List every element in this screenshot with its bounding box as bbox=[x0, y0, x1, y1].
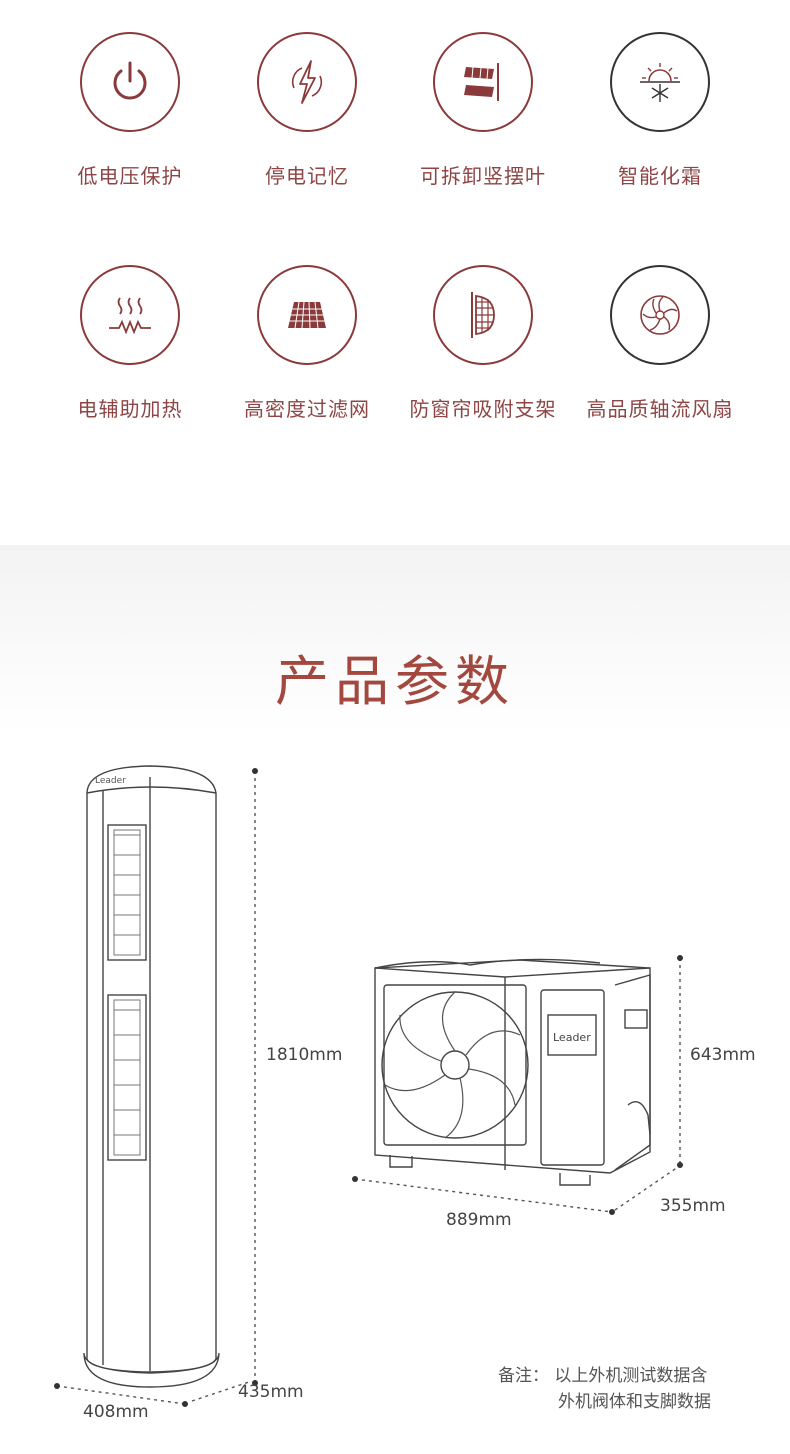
fan-icon bbox=[610, 265, 710, 365]
feature-label: 高密度过滤网 bbox=[244, 397, 370, 421]
lightning-plug-icon bbox=[257, 32, 357, 132]
feature-electric-auxiliary-heating: 电辅助加热 bbox=[45, 265, 215, 422]
feature-high-density-filter: 高密度过滤网 bbox=[222, 265, 392, 422]
curtain-bracket-icon bbox=[433, 265, 533, 365]
vertical-louver-icon bbox=[433, 32, 533, 132]
indoor-height-label: 1810mm bbox=[266, 1045, 343, 1065]
outdoor-height-label: 643mm bbox=[690, 1045, 756, 1065]
feature-low-voltage-protection: 低电压保护 bbox=[45, 32, 215, 189]
feature-label: 电辅助加热 bbox=[77, 397, 183, 421]
feature-label: 低电压保护 bbox=[77, 164, 183, 188]
outdoor-unit-illustration bbox=[374, 958, 651, 1186]
params-title: 产品参数 bbox=[275, 650, 515, 713]
indoor-width-label: 408mm bbox=[83, 1402, 149, 1422]
outdoor-width-label: 889mm bbox=[446, 1210, 512, 1230]
filter-mesh-icon bbox=[257, 265, 357, 365]
outdoor-depth-label: 355mm bbox=[660, 1196, 726, 1216]
feature-label: 停电记忆 bbox=[265, 164, 349, 188]
indoor-unit-illustration bbox=[83, 765, 220, 1388]
note-line-1: 备注： 以上外机测试数据含 bbox=[498, 1366, 708, 1386]
indoor-brand-logo: Leader bbox=[95, 776, 126, 786]
heating-icon bbox=[80, 265, 180, 365]
feature-label: 智能化霜 bbox=[618, 164, 702, 188]
feature-axial-fan: 高品质轴流风扇 bbox=[575, 265, 745, 422]
dimension-drawing: Leader bbox=[54, 765, 683, 1407]
feature-curtain-bracket: 防窗帘吸附支架 bbox=[398, 265, 568, 422]
sun-snowflake-icon bbox=[610, 32, 710, 132]
note-line-2: 外机阀体和支脚数据 bbox=[558, 1392, 711, 1412]
power-icon bbox=[80, 32, 180, 132]
indoor-depth-label: 435mm bbox=[238, 1382, 304, 1402]
features-section: 低电压保护 停电记忆 可拆卸竖摆叶 智能化霜 电辅助加热 高密度过滤网 bbox=[0, 0, 790, 545]
feature-smart-defrost: 智能化霜 bbox=[575, 32, 745, 189]
feature-label: 防窗帘吸附支架 bbox=[409, 397, 557, 421]
feature-label: 可拆卸竖摆叶 bbox=[420, 164, 546, 188]
feature-power-off-memory: 停电记忆 bbox=[222, 32, 392, 189]
product-params-section: 产品参数 Leader bbox=[0, 545, 790, 1454]
feature-removable-louver: 可拆卸竖摆叶 bbox=[398, 32, 568, 189]
outdoor-brand-logo: Leader bbox=[553, 1031, 591, 1044]
feature-label: 高品质轴流风扇 bbox=[586, 397, 734, 421]
